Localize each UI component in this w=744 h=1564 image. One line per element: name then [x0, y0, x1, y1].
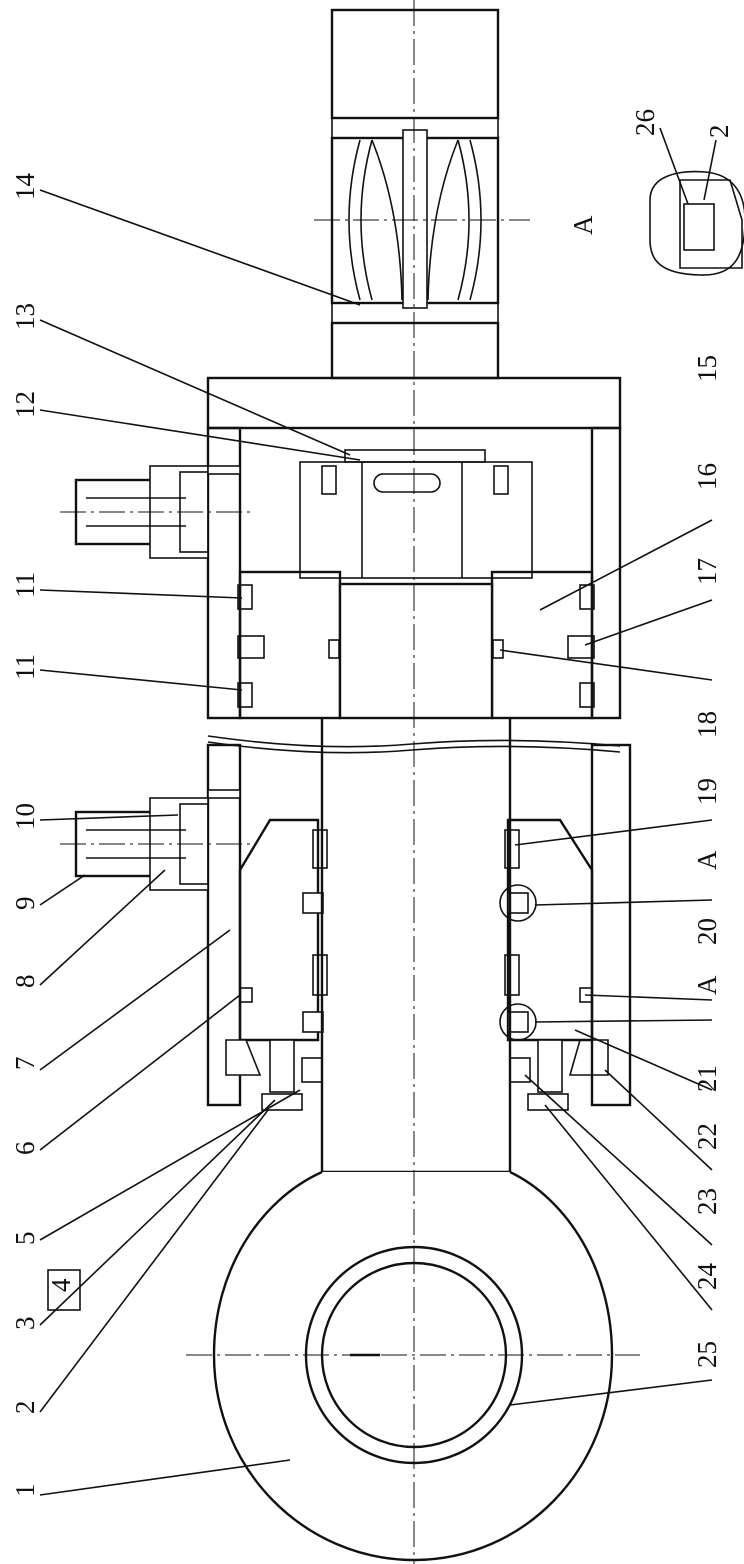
detail-view-label: A [568, 215, 598, 235]
center-lines [60, 0, 640, 1564]
rod-eye [212, 1170, 614, 1562]
label-1: 1 [10, 1484, 40, 1498]
label-7: 7 [10, 1057, 40, 1071]
leader-lines [39, 189, 713, 1496]
label-20: 20 [692, 918, 722, 945]
label-21: 21 [692, 1065, 722, 1092]
label-13: 13 [10, 303, 40, 330]
label-A-2: A [692, 975, 722, 995]
detail-callout-26: 26 [630, 109, 660, 136]
label-4-box [47, 1269, 81, 1311]
label-17: 17 [692, 558, 722, 585]
top-clevis [330, 8, 500, 380]
label-12: 12 [10, 391, 40, 418]
label-24: 24 [692, 1263, 722, 1291]
label-5: 5 [10, 1232, 40, 1246]
piston [237, 570, 595, 720]
label-10: 10 [10, 803, 40, 830]
label-3: 3 [10, 1317, 40, 1331]
label-4: 4 [46, 1278, 76, 1292]
label-18: 18 [692, 711, 722, 738]
detail-labels: A 26 2 [568, 109, 734, 235]
label-11a: 11 [10, 654, 40, 680]
label-6: 6 [10, 1142, 40, 1156]
label-11b: 11 [10, 572, 40, 598]
right-labels: 15 16 17 18 19 A 20 A 21 22 23 24 25 [692, 355, 722, 1368]
label-8: 8 [10, 975, 40, 989]
rear-chamber [299, 449, 533, 579]
label-9: 9 [10, 897, 40, 911]
label-2: 2 [10, 1401, 40, 1415]
break-line [207, 735, 621, 748]
label-16: 16 [692, 463, 722, 490]
label-19: 19 [692, 778, 722, 805]
piston-rod [320, 718, 512, 1174]
label-A-1: A [692, 850, 722, 870]
label-14: 14 [10, 173, 40, 201]
detail-a [649, 127, 744, 276]
gland [225, 818, 609, 1111]
label-25: 25 [692, 1341, 722, 1368]
label-15: 15 [692, 355, 722, 382]
label-23: 23 [692, 1188, 722, 1215]
detail-callout-2: 2 [704, 125, 734, 139]
label-22: 22 [692, 1123, 722, 1150]
left-labels: 1 2 3 4 5 6 7 8 9 10 11 11 12 13 14 [10, 173, 81, 1498]
